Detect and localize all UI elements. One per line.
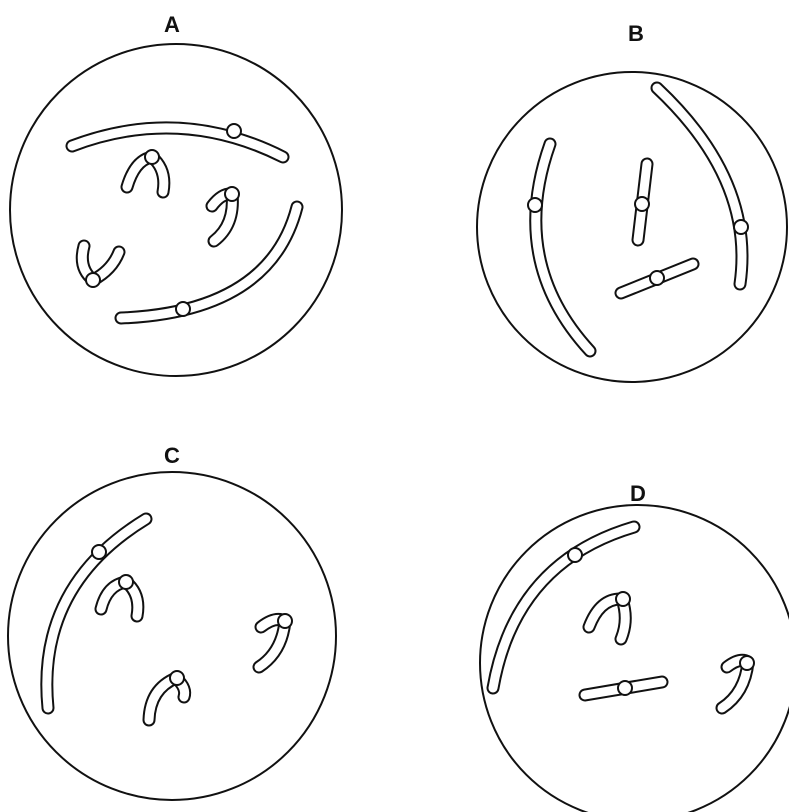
panel-c: C [7, 443, 337, 801]
centromere [175, 301, 191, 317]
panel-c-label: C [164, 443, 180, 468]
cell-d [479, 504, 789, 812]
centromere [567, 547, 583, 563]
centromere [615, 591, 631, 607]
chromosome-d-small-1 [582, 591, 632, 646]
panel-d-label: D [630, 481, 646, 506]
chromosome-b-horizontal [614, 257, 700, 300]
chromosome-a-small-3 [75, 239, 126, 288]
chromosome-c-small-2 [142, 670, 192, 727]
panel-d: D [479, 481, 789, 812]
centromere [226, 123, 242, 139]
centromere [118, 574, 134, 590]
panel-b: B [476, 21, 788, 383]
chromosome-c-long [40, 512, 153, 715]
chromosome-d-long [486, 520, 641, 695]
cell-a [9, 43, 343, 377]
chromosome-b-vertical [631, 157, 654, 247]
centromere [739, 655, 755, 671]
chromosome-c-small-3 [252, 613, 293, 674]
cell-c [7, 471, 337, 801]
chromosome-b-long-right [650, 81, 749, 291]
chromosome-d-horizontal [578, 675, 669, 702]
centromere [91, 544, 107, 560]
chromosome-a-small-2 [205, 186, 240, 248]
centromere [224, 186, 240, 202]
centromere [634, 196, 650, 212]
centromere [85, 272, 101, 288]
centromere [527, 197, 543, 213]
chromosome-b-long-left [527, 137, 597, 358]
centromere [169, 670, 185, 686]
panel-b-label: B [628, 21, 644, 46]
chromosome-a-small-1 [120, 149, 171, 199]
panel-a: A [9, 12, 343, 377]
chromosome-a-long-bottom [114, 200, 304, 325]
chromosome-c-small-1 [94, 574, 145, 623]
centromere [649, 270, 665, 286]
centromere [277, 613, 293, 629]
chromosome-d-small-2 [715, 653, 755, 715]
centromere [733, 219, 749, 235]
centromere [617, 680, 633, 696]
chromosome-a-long-top [65, 121, 290, 164]
panel-a-label: A [164, 12, 180, 37]
centromere [144, 149, 160, 165]
